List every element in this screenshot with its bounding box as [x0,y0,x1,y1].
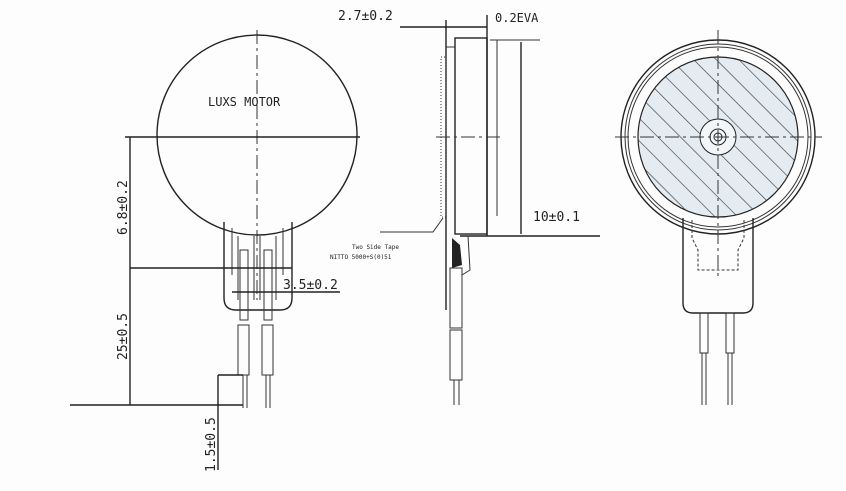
dim-diameter-label: 10±0.1 [533,210,580,225]
lead-neck [223,222,293,311]
back-view [615,30,822,405]
motor-side-body [454,37,488,235]
dim-eva-label: 0.2EVA [495,11,539,25]
front-view: LUXS MOTOR 6.8±0.2 25±0.5 3.5±0.2 1.5±0.… [70,30,360,472]
dim-thickness-label: 2.7±0.2 [338,9,393,24]
dim-height-label: 6.8±0.2 [116,180,131,235]
tape-note-line2: NITTO 5000+S(0)51 [330,254,392,261]
side-view: 2.7±0.2 0.2EVA 10±0.1 Two Side Tape NITT… [330,9,600,405]
dim-strip-label: 1.5±0.5 [204,417,219,472]
tape-note-line1: Two Side Tape [352,244,399,251]
dim-lead-label: 25±0.5 [116,313,131,360]
dim-pitch-label: 3.5±0.2 [283,278,338,293]
motor-label: LUXS MOTOR [208,95,281,109]
